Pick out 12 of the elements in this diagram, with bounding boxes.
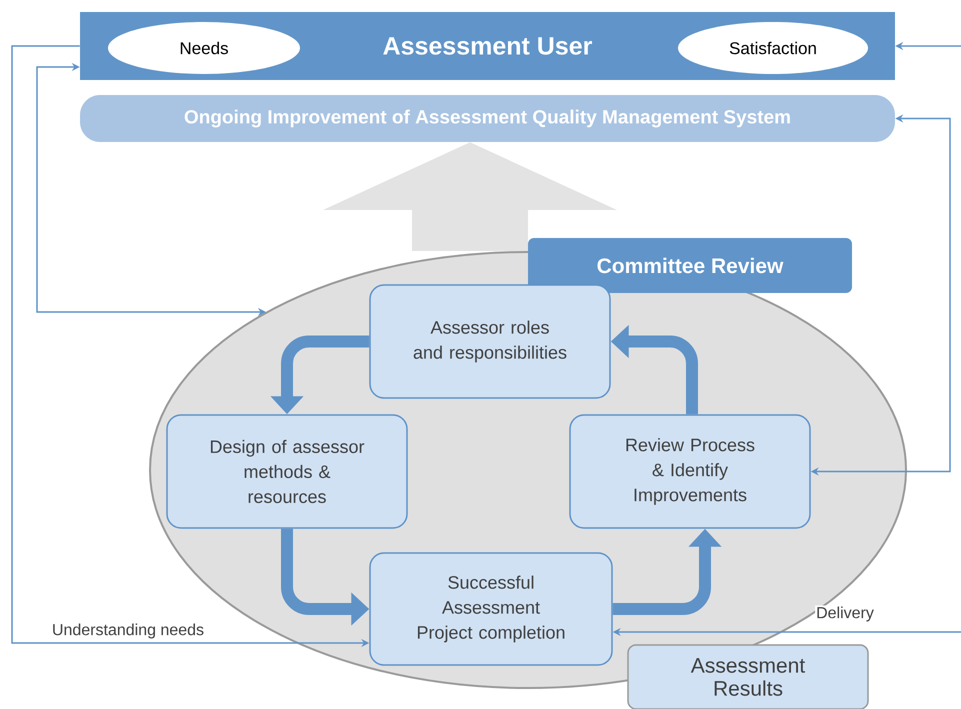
edge-label: Understanding needs bbox=[50, 622, 206, 640]
process-box: Design of assessor methods & resources bbox=[166, 414, 408, 529]
edge-label: Delivery bbox=[815, 606, 875, 622]
label-oval: Needs bbox=[108, 22, 300, 74]
process-box: Assessor roles and responsibilities bbox=[369, 284, 611, 399]
block-arrow bbox=[323, 142, 617, 251]
process-box: Review Process & Identify Improvements bbox=[569, 414, 811, 529]
banner: Ongoing Improvement of Assessment Quality Management System bbox=[80, 95, 895, 142]
label-oval: Satisfaction bbox=[678, 22, 868, 74]
process-box: Successful Assessment Project completion bbox=[369, 552, 613, 666]
heading-box: Committee Review bbox=[528, 238, 852, 293]
result-box: Assessment Results bbox=[627, 644, 869, 709]
